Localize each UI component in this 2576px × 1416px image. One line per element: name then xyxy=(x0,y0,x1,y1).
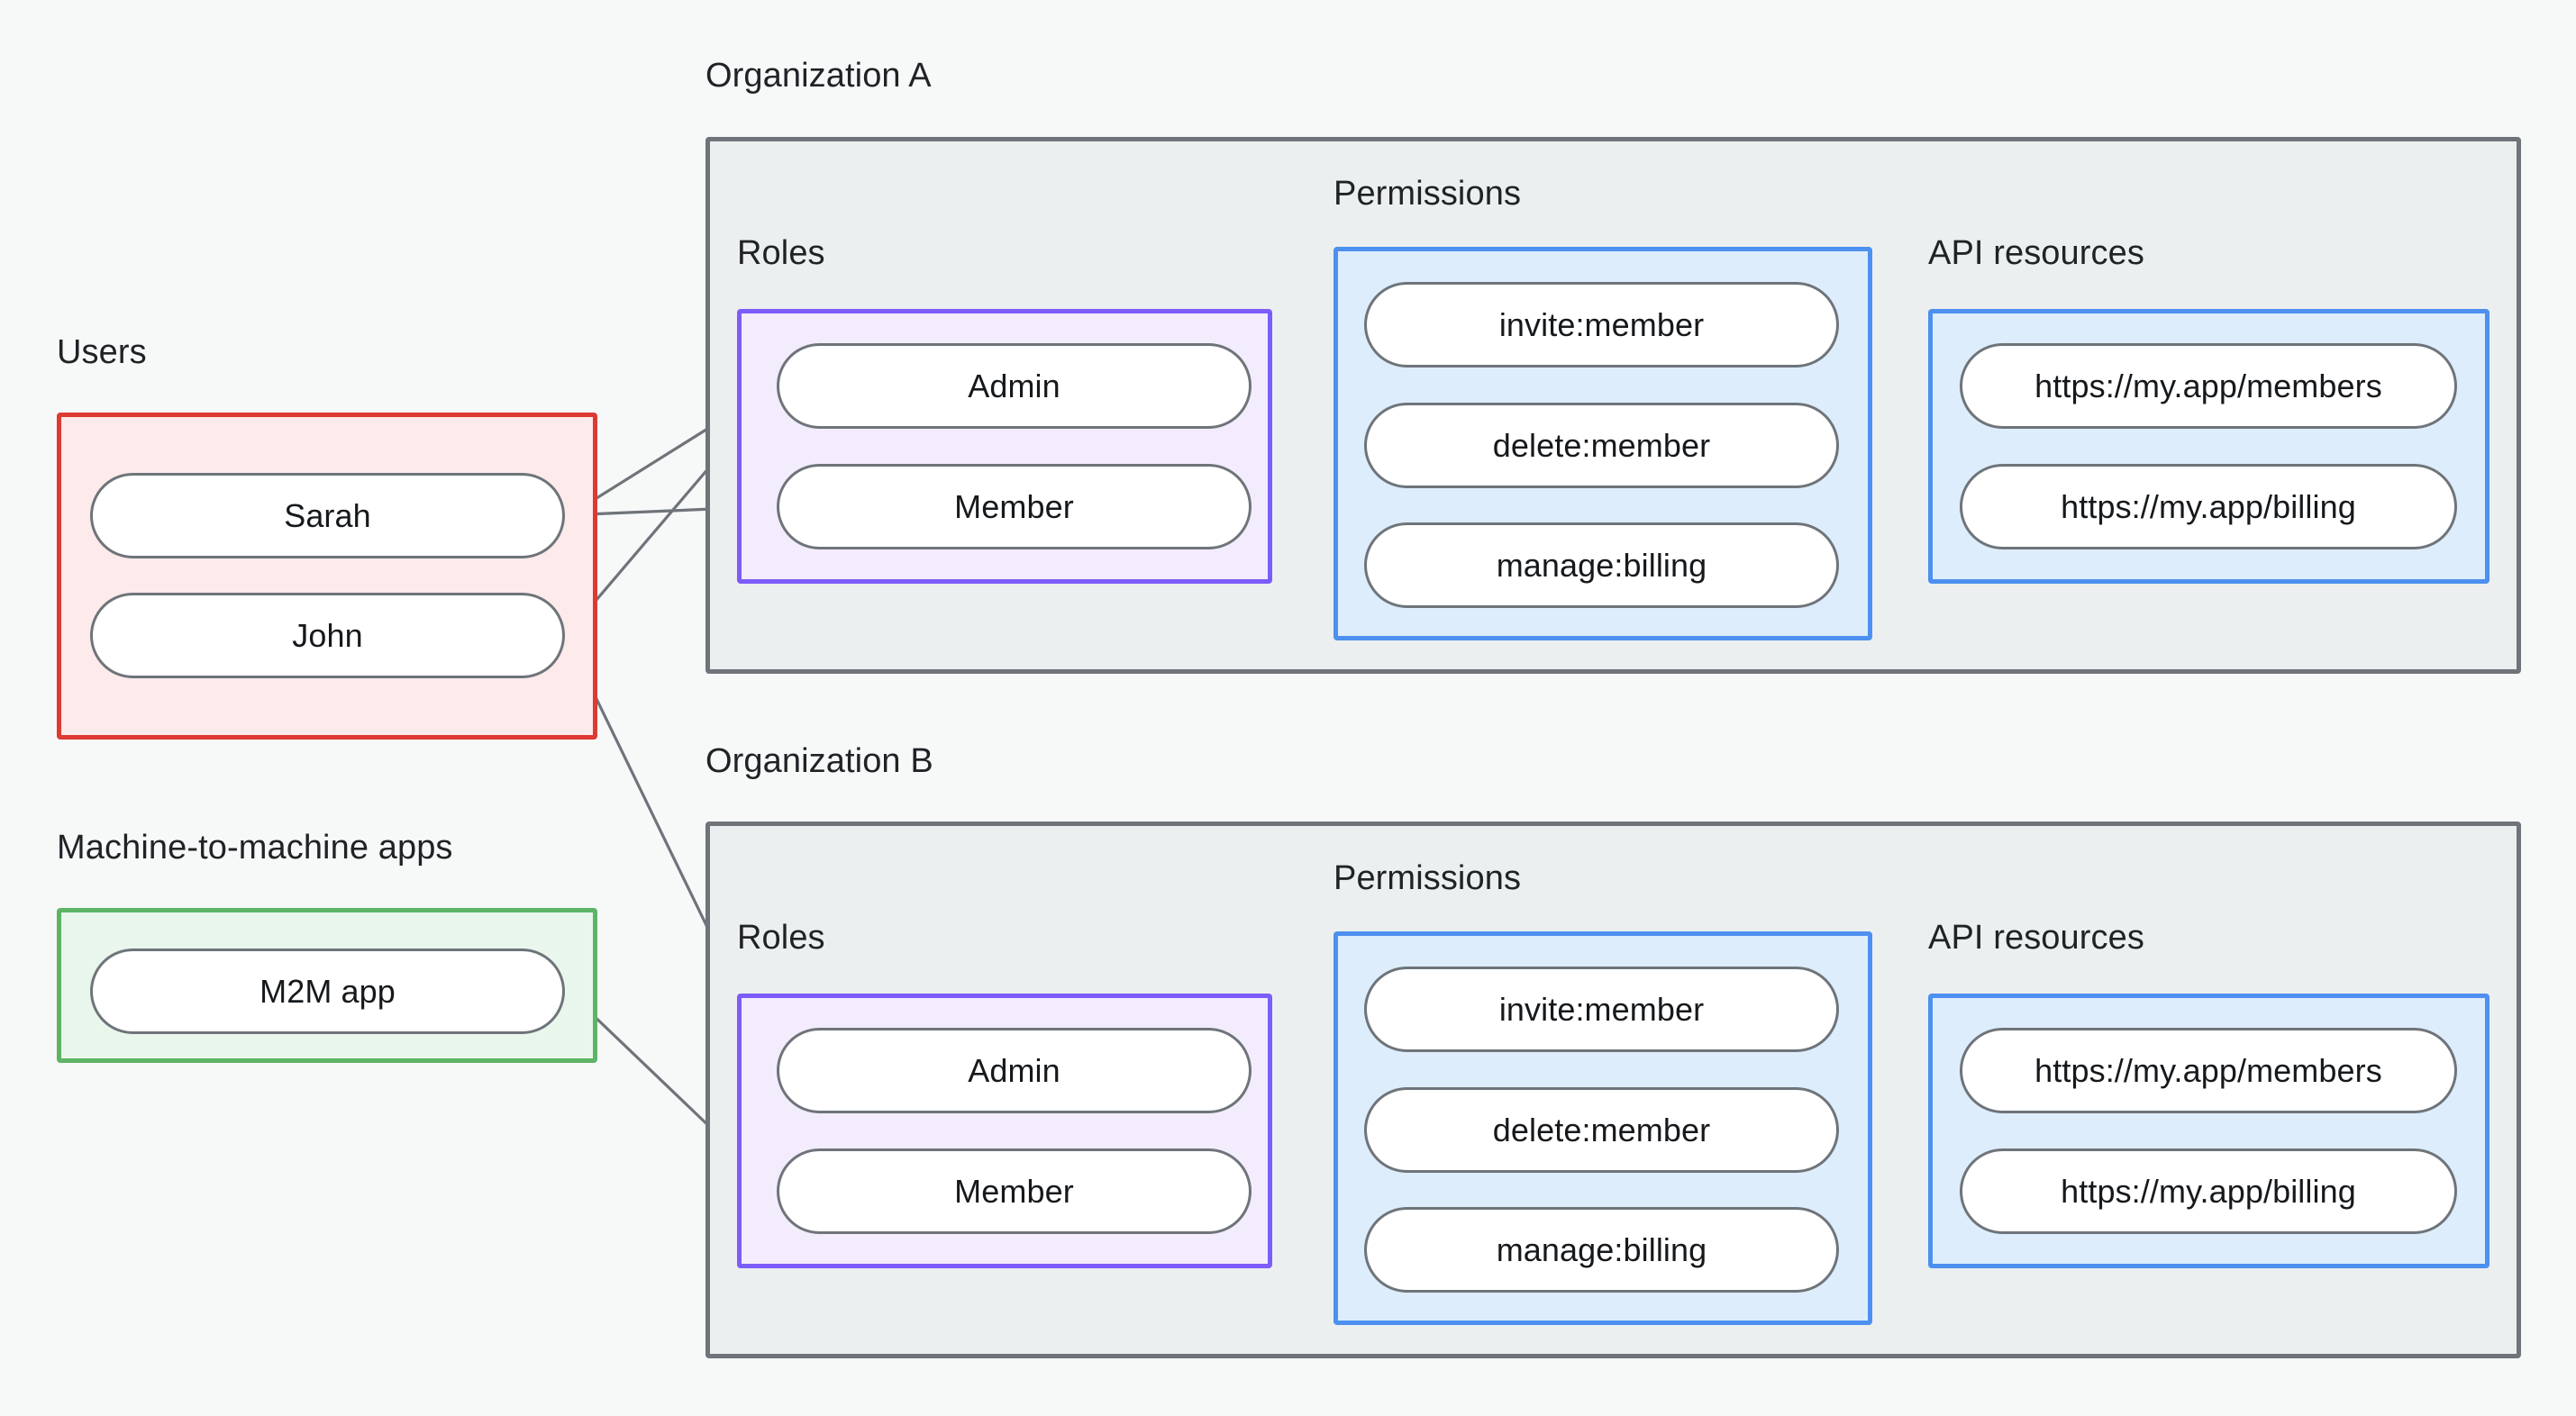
org-b-permission-delete-member[interactable]: delete:member xyxy=(1364,1087,1839,1173)
org-b-role-member[interactable]: Member xyxy=(777,1148,1252,1234)
org-a-permission-invite-member[interactable]: invite:member xyxy=(1364,282,1839,368)
org-a-api-resource-members[interactable]: https://my.app/members xyxy=(1960,343,2457,429)
org-a-permission-manage-billing[interactable]: manage:billing xyxy=(1364,522,1839,608)
org-a-permissions-label: Permissions xyxy=(1334,175,1522,213)
m2m-node-app[interactable]: M2M app xyxy=(90,949,565,1034)
organization-a-label: Organization A xyxy=(705,57,932,95)
users-container xyxy=(57,413,597,740)
org-b-permission-manage-billing[interactable]: manage:billing xyxy=(1364,1207,1839,1293)
user-node-john[interactable]: John xyxy=(90,593,565,678)
organization-b-label: Organization B xyxy=(705,742,933,780)
org-b-api-resources-label: API resources xyxy=(1928,919,2144,957)
org-a-role-admin[interactable]: Admin xyxy=(777,343,1252,429)
org-b-api-resource-members[interactable]: https://my.app/members xyxy=(1960,1028,2457,1113)
org-a-api-resource-billing[interactable]: https://my.app/billing xyxy=(1960,464,2457,549)
org-b-permission-invite-member[interactable]: invite:member xyxy=(1364,967,1839,1052)
user-node-sarah[interactable]: Sarah xyxy=(90,473,565,558)
org-b-role-admin[interactable]: Admin xyxy=(777,1028,1252,1113)
org-a-api-resources-label: API resources xyxy=(1928,234,2144,272)
org-b-permissions-label: Permissions xyxy=(1334,859,1522,897)
users-group-label: Users xyxy=(57,333,147,371)
org-a-permission-delete-member[interactable]: delete:member xyxy=(1364,403,1839,488)
org-b-api-resource-billing[interactable]: https://my.app/billing xyxy=(1960,1148,2457,1234)
org-a-roles-label: Roles xyxy=(737,234,825,272)
org-b-roles-label: Roles xyxy=(737,919,825,957)
m2m-group-label: Machine-to-machine apps xyxy=(57,829,453,867)
org-a-role-member[interactable]: Member xyxy=(777,464,1252,549)
